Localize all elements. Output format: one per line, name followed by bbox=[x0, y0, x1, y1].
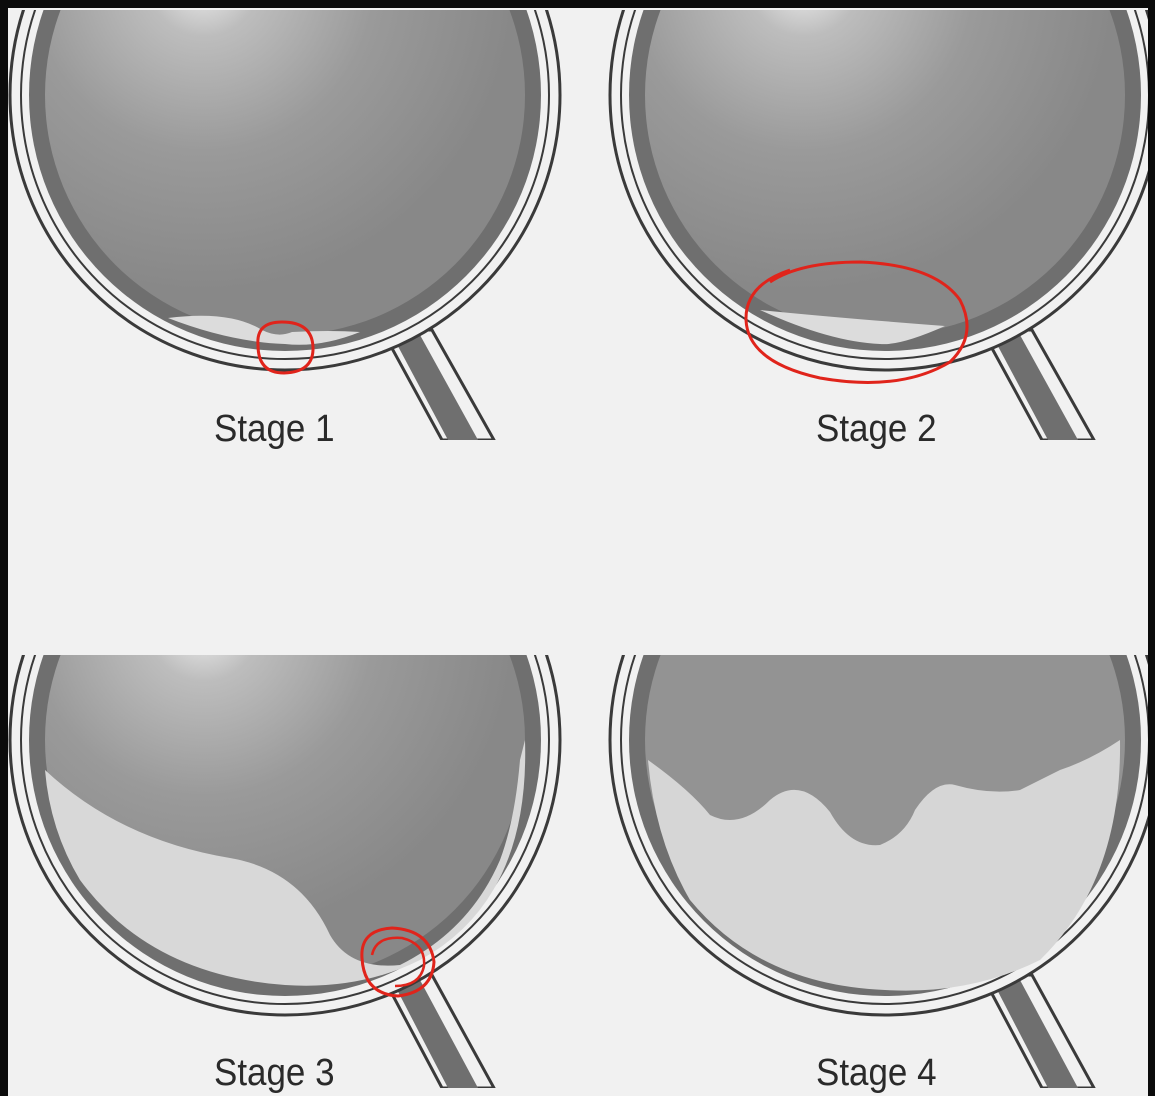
stage-label-2: Stage 2 bbox=[816, 408, 937, 451]
stage-label-4: Stage 4 bbox=[816, 1052, 937, 1095]
stage-label-3: Stage 3 bbox=[214, 1052, 335, 1095]
stage-label-1: Stage 1 bbox=[214, 408, 335, 451]
